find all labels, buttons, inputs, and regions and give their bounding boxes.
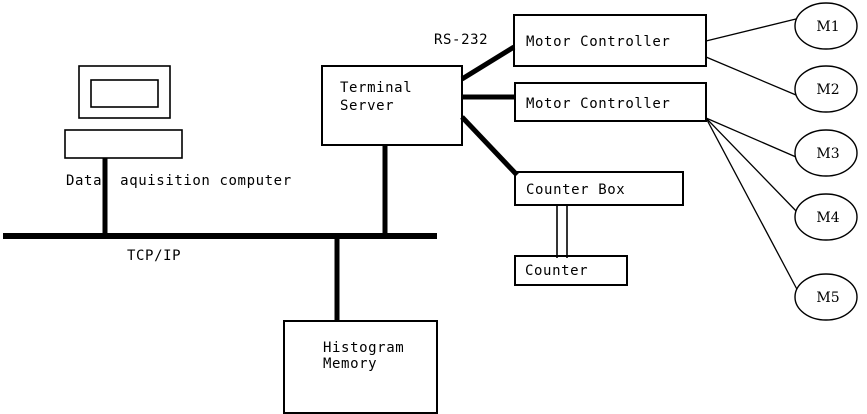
motor-m5-label: M5 <box>816 290 839 306</box>
histogram-memory-label-line1: Histogram <box>323 340 404 356</box>
computer-chassis <box>64 129 183 159</box>
counter-box-label: Counter Box <box>526 182 625 198</box>
counter-label: Counter <box>525 263 588 279</box>
terminal-server-label-line1: Terminal <box>340 80 412 96</box>
rs232-link-label: RS-232 <box>434 32 488 48</box>
computer-label: Data aquisition computer <box>66 173 292 189</box>
link-motor-controller-2-to-m5 <box>705 117 801 296</box>
link-motor-controller-2-to-m4 <box>705 117 800 215</box>
link-motor-controller-2-to-m3 <box>705 117 797 158</box>
link-motor-controller-1-to-m2 <box>705 56 797 96</box>
motor-m1-label: M1 <box>816 19 839 35</box>
counter-box[interactable] <box>514 255 628 286</box>
link-motor-controller-1-to-m1 <box>705 17 801 42</box>
motor-controller-2-box[interactable] <box>514 82 707 122</box>
motor-m4-label: M4 <box>816 210 839 226</box>
tcpip-bus-label: TCP/IP <box>127 248 181 264</box>
counter-box-box[interactable] <box>514 171 684 206</box>
motor-m5-ellipse[interactable] <box>794 273 858 321</box>
motor-m2-label: M2 <box>816 82 839 98</box>
computer-monitor-screen <box>90 79 159 108</box>
histogram-memory-box[interactable] <box>283 320 438 414</box>
motor-controller-1-label: Motor Controller <box>526 34 670 50</box>
motor-m1-ellipse[interactable] <box>794 2 858 50</box>
motor-m3-label: M3 <box>816 146 839 162</box>
terminal-server-box[interactable] <box>321 65 463 146</box>
link-terminal-server-to-motor-controller-1 <box>460 44 516 82</box>
histogram-memory-label-line2: Memory <box>323 356 377 372</box>
motor-controller-2-label: Motor Controller <box>526 96 670 112</box>
motor-m4-ellipse[interactable] <box>794 193 858 241</box>
link-terminal-server-to-counter-box <box>460 115 519 177</box>
motor-m3-ellipse[interactable] <box>794 129 858 177</box>
motor-controller-1-box[interactable] <box>513 14 707 67</box>
motor-m2-ellipse[interactable] <box>794 65 858 113</box>
terminal-server-label-line2: Server <box>340 98 394 114</box>
